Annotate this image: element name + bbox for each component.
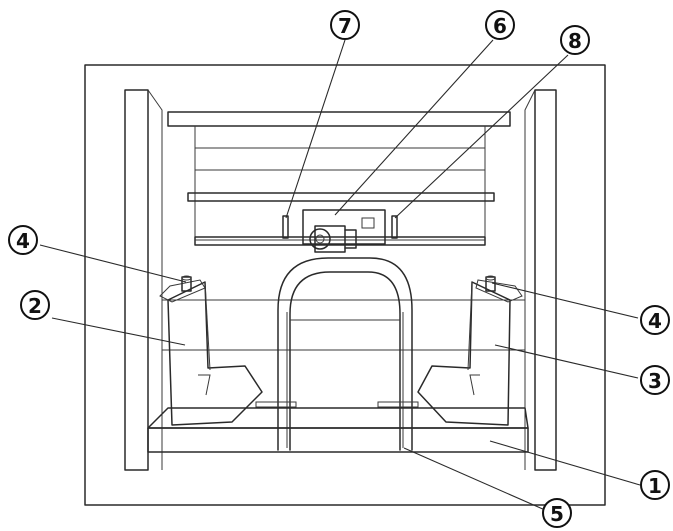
callout-5-label: 5 bbox=[550, 502, 564, 526]
rails bbox=[162, 111, 525, 351]
callout-4-left: 4 bbox=[8, 225, 38, 255]
callout-5: 5 bbox=[542, 498, 572, 528]
pins bbox=[282, 215, 398, 239]
hanger-arch bbox=[255, 257, 419, 451]
callout-7-label: 7 bbox=[338, 14, 352, 38]
callout-4-right: 4 bbox=[640, 305, 670, 335]
base-tray bbox=[147, 407, 529, 453]
callout-3: 3 bbox=[640, 365, 670, 395]
callout-6: 6 bbox=[485, 10, 515, 40]
right-bracket bbox=[417, 279, 523, 426]
leader-lines bbox=[39, 39, 641, 511]
callout-4-left-label: 4 bbox=[16, 229, 30, 253]
callout-1: 1 bbox=[640, 470, 670, 500]
callout-2-label: 2 bbox=[28, 294, 42, 318]
cabinet-frame bbox=[84, 64, 606, 506]
callout-8: 8 bbox=[560, 25, 590, 55]
callout-1-label: 1 bbox=[648, 474, 662, 498]
callout-7: 7 bbox=[330, 10, 360, 40]
callout-2: 2 bbox=[20, 290, 50, 320]
knobs bbox=[181, 275, 496, 292]
motor-unit bbox=[302, 209, 386, 253]
callout-3-label: 3 bbox=[648, 369, 662, 393]
callout-8-label: 8 bbox=[568, 29, 582, 53]
callout-6-label: 6 bbox=[493, 14, 507, 38]
left-bracket bbox=[159, 279, 263, 426]
callout-4-right-label: 4 bbox=[648, 309, 662, 333]
